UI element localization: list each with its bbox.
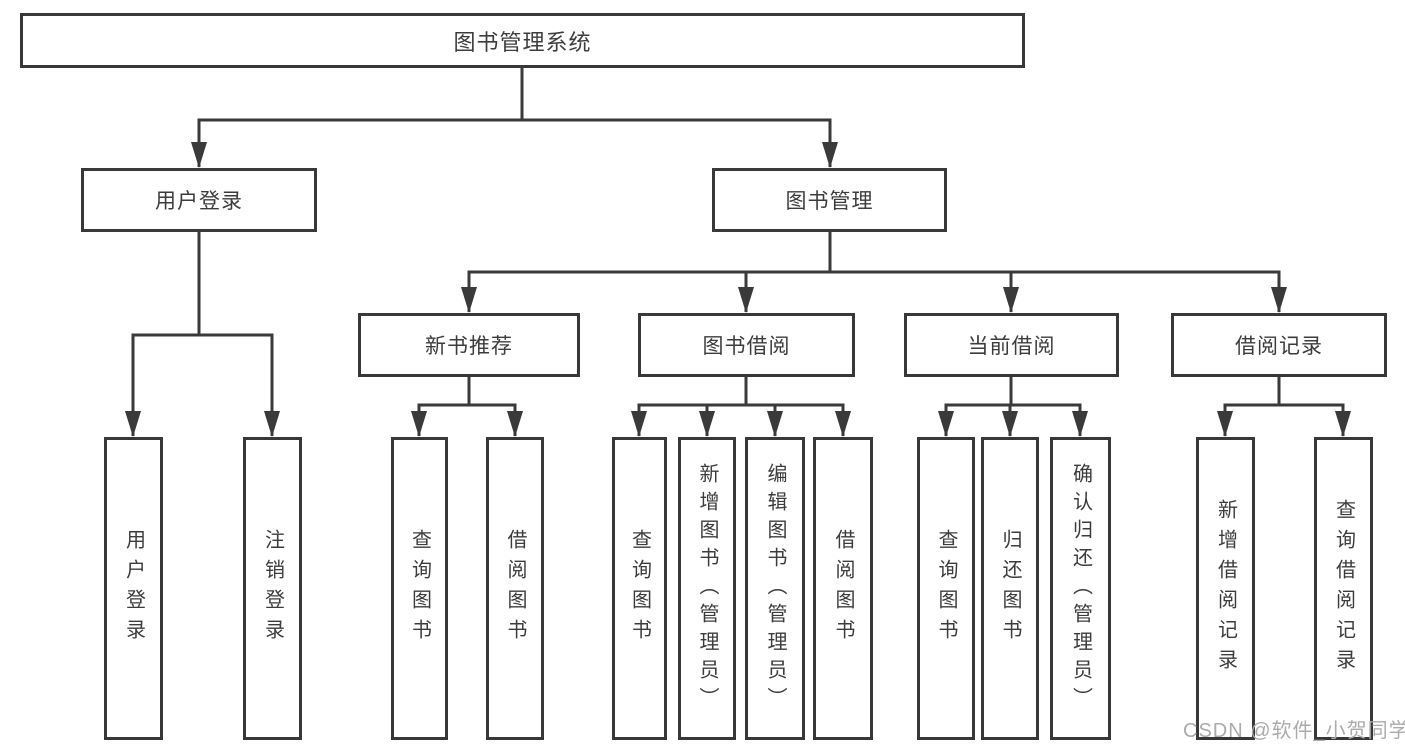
node-new-book-recommend-label: 新书推荐 [425,335,513,358]
node-book-management-label: 图书管理 [785,190,874,213]
leaf-return-book: 归还图书 [981,437,1039,740]
leaf-borrow-borrow-book: 借阅图书 [813,437,873,740]
leaf-confirm-return-admin: 确认归还（管理员） [1050,437,1111,740]
leaf-user-login-label: 用户登录 [122,528,145,649]
node-book-borrow: 图书借阅 [638,313,855,377]
leaf-add-borrow-record: 新增借阅记录 [1196,437,1255,740]
leaf-logout: 注销登录 [243,437,302,740]
leaf-newbook-borrow-book-label: 借阅图书 [504,528,526,649]
node-current-borrow: 当前借阅 [904,313,1119,377]
node-borrow-record: 借阅记录 [1171,313,1387,377]
leaf-newbook-query-book-label: 查询图书 [408,528,431,649]
leaf-query-borrow-record: 查询借阅记录 [1314,437,1373,740]
node-book-management: 图书管理 [712,168,947,232]
node-borrow-record-label: 借阅记录 [1235,335,1323,358]
leaf-newbook-query-book: 查询图书 [391,437,448,740]
leaf-current-query-book: 查询图书 [917,437,975,740]
node-current-borrow-label: 当前借阅 [967,335,1056,358]
node-root-label: 图书管理系统 [453,29,592,55]
node-user-login: 用户登录 [81,168,317,232]
csdn-watermark: CSDN @软件_小贺同学 [1183,720,1405,742]
leaf-add-book-admin: 新增图书（管理员） [678,437,736,740]
leaf-borrow-borrow-book-label: 借阅图书 [832,528,854,649]
leaf-newbook-borrow-book: 借阅图书 [486,437,544,740]
leaf-confirm-return-admin-label: 确认归还（管理员） [1069,462,1092,715]
leaf-add-book-admin-label: 新增图书（管理员） [696,462,718,715]
leaf-edit-book-admin: 编辑图书（管理员） [745,437,805,740]
node-book-borrow-label: 图书借阅 [702,335,791,358]
leaf-return-book-label: 归还图书 [999,528,1021,649]
leaf-borrow-query-book-label: 查询图书 [628,528,651,649]
node-root: 图书管理系统 [20,13,1025,68]
leaf-user-login: 用户登录 [104,437,163,740]
leaf-borrow-query-book: 查询图书 [612,437,667,740]
node-user-login-label: 用户登录 [155,190,243,213]
leaf-logout-label: 注销登录 [261,528,284,649]
node-new-book-recommend: 新书推荐 [358,313,580,377]
leaf-add-borrow-record-label: 新增借阅记录 [1214,498,1237,679]
leaf-edit-book-admin-label: 编辑图书（管理员） [764,462,786,715]
leaf-current-query-book-label: 查询图书 [935,528,957,649]
leaf-query-borrow-record-label: 查询借阅记录 [1332,498,1355,679]
